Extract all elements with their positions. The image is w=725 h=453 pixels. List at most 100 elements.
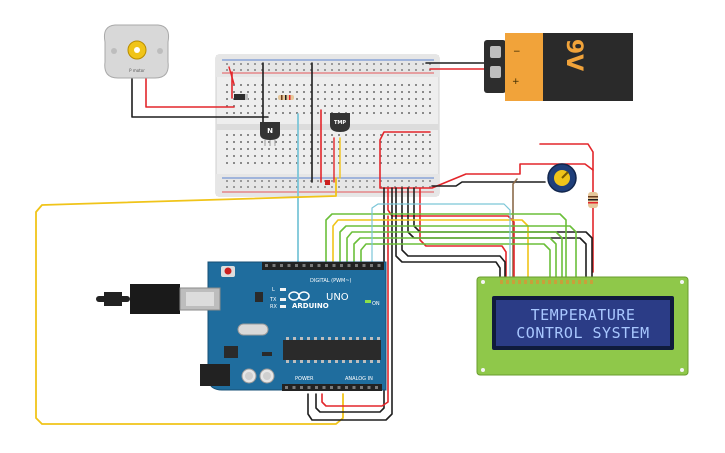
breadboard-hole	[408, 141, 410, 143]
breadboard-hole	[324, 98, 326, 100]
breadboard-hole	[233, 112, 235, 114]
breadboard-hole	[338, 84, 340, 86]
usb-cable[interactable]	[96, 284, 221, 314]
breadboard-hole	[359, 134, 361, 136]
lcd-pin	[554, 280, 557, 284]
breadboard-hole	[289, 105, 291, 107]
yellow-wire-2	[332, 219, 529, 279]
rail-hole	[324, 186, 326, 188]
chip-pin	[314, 337, 317, 340]
rail-hole	[282, 186, 284, 188]
chip-pin	[342, 360, 345, 363]
breadboard-hole	[352, 148, 354, 150]
breadboard-hole	[422, 134, 424, 136]
wires	[35, 56, 594, 425]
chip-pin	[349, 360, 352, 363]
breadboard-hole	[373, 141, 375, 143]
rail-hole	[387, 180, 389, 182]
chip-pin	[307, 337, 310, 340]
breadboard-hole	[303, 134, 305, 136]
breadboard-hole	[429, 141, 431, 143]
breadboard-hole	[415, 141, 417, 143]
rail-hole	[296, 63, 298, 65]
rail-hole	[366, 69, 368, 71]
breadboard-hole	[373, 148, 375, 150]
rail-hole	[429, 69, 431, 71]
arduino-digital-label: DIGITAL (PWM~)	[310, 278, 352, 284]
battery-9v[interactable]: − + 9V	[484, 33, 633, 101]
breadboard-hole	[380, 162, 382, 164]
breadboard-hole	[268, 105, 270, 107]
breadboard-hole	[359, 162, 361, 164]
breadboard-hole	[240, 134, 242, 136]
breadboard-hole	[275, 98, 277, 100]
breadboard-hole	[366, 98, 368, 100]
breadboard-hole	[345, 148, 347, 150]
rail-hole	[352, 63, 354, 65]
rail-hole	[359, 63, 361, 65]
breadboard-hole	[261, 105, 263, 107]
temperature-sensor[interactable]: TMP	[330, 113, 350, 132]
rail-hole	[268, 69, 270, 71]
rail-hole	[296, 69, 298, 71]
arduino-brand: ARDUINO	[292, 302, 329, 310]
dc-motor[interactable]: P motor	[104, 24, 169, 79]
header-pin	[370, 264, 373, 267]
breadboard-hole	[352, 98, 354, 100]
breadboard-hole	[373, 84, 375, 86]
breadboard-hole	[380, 84, 382, 86]
rail-hole	[233, 69, 235, 71]
diode[interactable]	[234, 94, 248, 100]
lcd-pin	[548, 280, 551, 284]
breadboard-hole	[408, 134, 410, 136]
breadboard-hole	[380, 141, 382, 143]
breadboard-hole	[289, 148, 291, 150]
header-pin	[352, 386, 356, 389]
potentiometer[interactable]	[547, 163, 577, 193]
rail-hole	[394, 63, 396, 65]
breadboard-hole	[282, 148, 284, 150]
breadboard-hole	[240, 84, 242, 86]
breadboard-hole	[296, 98, 298, 100]
rail-hole	[331, 63, 333, 65]
breadboard-hole	[387, 91, 389, 93]
rail-hole	[268, 180, 270, 182]
breadboard-hole	[240, 91, 242, 93]
breadboard-hole	[324, 91, 326, 93]
breadboard-hole	[275, 105, 277, 107]
breadboard-hole	[331, 148, 333, 150]
lcd-resistor[interactable]	[588, 192, 598, 208]
breadboard-hole	[261, 162, 263, 164]
rail-hole	[324, 63, 326, 65]
arduino-uno: DIGITAL (PWM~) ARDUINO UNO POWER ANALOG …	[200, 261, 387, 391]
green-wire-1	[325, 213, 567, 279]
breadboard-hole	[359, 148, 361, 150]
header-pin	[280, 264, 283, 267]
chip-pin	[321, 360, 324, 363]
rail-hole	[401, 63, 403, 65]
breadboard-hole	[254, 134, 256, 136]
breadboard-hole	[352, 105, 354, 107]
breadboard-hole	[359, 98, 361, 100]
lcd-pin	[524, 280, 527, 284]
dc-power-jack[interactable]	[200, 364, 230, 386]
header-pin	[355, 264, 358, 267]
green-wire-2	[339, 225, 577, 279]
breadboard-hole	[345, 105, 347, 107]
breadboard-hole	[317, 84, 319, 86]
breadboard-hole	[429, 98, 431, 100]
red-pot-wire	[539, 143, 594, 273]
rail-hole	[352, 186, 354, 188]
breadboard-hole	[317, 91, 319, 93]
breadboard-hole	[338, 105, 340, 107]
header-pin	[325, 264, 328, 267]
rail-hole	[310, 63, 312, 65]
resistor[interactable]	[278, 95, 294, 100]
rail-hole	[268, 63, 270, 65]
breadboard-hole	[233, 134, 235, 136]
breadboard-hole	[324, 162, 326, 164]
rail-hole	[226, 186, 228, 188]
breadboard-hole	[415, 148, 417, 150]
npn-transistor[interactable]: N	[260, 122, 280, 146]
breadboard-hole	[261, 155, 263, 157]
